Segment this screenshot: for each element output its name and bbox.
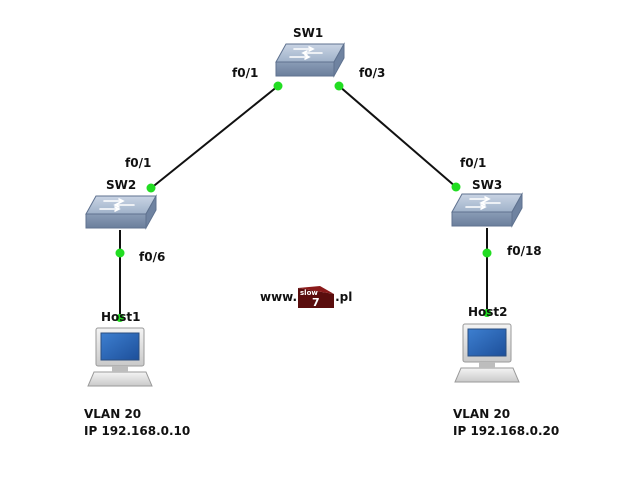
port-status-sw2-f0-1	[146, 183, 156, 193]
port-status-sw1-f0-1	[273, 81, 283, 91]
port-label-sw2-f0-1: f0/1	[125, 156, 152, 170]
host1-ip: IP 192.168.0.10	[84, 424, 191, 438]
switch-sw2-icon[interactable]	[85, 194, 157, 230]
host1-label: Host1	[101, 310, 141, 324]
port-label-sw1-f0-3: f0/3	[359, 66, 386, 80]
link-sw1-sw3	[338, 85, 457, 188]
link-sw1-sw2	[149, 85, 279, 190]
sw2-label: SW2	[106, 178, 137, 192]
host1-vlan: VLAN 20	[84, 407, 142, 421]
host1-computer-icon[interactable]	[87, 327, 153, 387]
sw3-label: SW3	[472, 178, 503, 192]
watermark-prefix: www.	[260, 290, 298, 304]
host2-vlan: VLAN 20	[453, 407, 511, 421]
switch-sw3-icon[interactable]	[451, 192, 523, 228]
watermark-badge-top: slow	[300, 289, 318, 297]
port-status-sw2-f0-6	[115, 248, 125, 258]
host2-computer-icon[interactable]	[454, 323, 520, 383]
port-status-sw3-f0-18	[482, 248, 492, 258]
watermark-badge-num: 7	[312, 296, 320, 308]
port-status-sw1-f0-3	[334, 81, 344, 91]
port-label-sw3-f0-18: f0/18	[507, 244, 542, 258]
watermark: www. slow 7 .pl	[260, 286, 352, 308]
port-status-host1	[116, 314, 124, 322]
port-label-sw2-f0-6: f0/6	[139, 250, 166, 264]
host2-label: Host2	[468, 305, 508, 319]
sw1-label: SW1	[293, 26, 324, 40]
host2-ip: IP 192.168.0.20	[453, 424, 560, 438]
port-status-host2	[483, 309, 491, 317]
watermark-badge-icon: slow 7	[298, 286, 335, 308]
host1-info: VLAN 20 IP 192.168.0.10	[84, 406, 190, 440]
port-status-sw3-f0-1	[451, 182, 461, 192]
host2-info: VLAN 20 IP 192.168.0.20	[453, 406, 559, 440]
watermark-suffix: .pl	[335, 290, 353, 304]
port-label-sw1-f0-1: f0/1	[232, 66, 259, 80]
switch-sw1-icon[interactable]	[275, 42, 345, 78]
port-label-sw3-f0-1: f0/1	[460, 156, 487, 170]
